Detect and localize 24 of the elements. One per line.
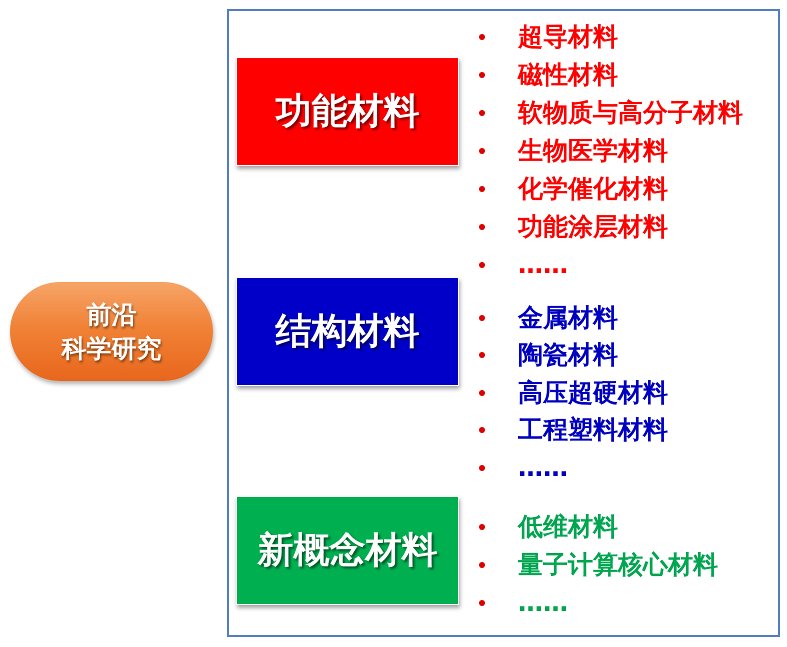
- category-title: 结构材料: [276, 310, 420, 354]
- list-item-text: 低维材料: [518, 512, 618, 542]
- list-item-text: 超导材料: [518, 22, 618, 52]
- list-item-text: 生物医学材料: [518, 136, 668, 166]
- list-item-text: ……: [518, 588, 568, 618]
- list-item-text: 工程塑料材料: [518, 415, 668, 446]
- category-title: 功能材料: [276, 90, 420, 134]
- group-frame: [227, 9, 780, 637]
- list-item-text: 软物质与高分子材料: [518, 98, 743, 128]
- list-item-text: 磁性材料: [518, 60, 618, 90]
- list-item-text: 化学催化材料: [518, 174, 668, 204]
- list-item-text: ……: [518, 250, 568, 280]
- topic-label: 前沿科学研究: [62, 298, 162, 364]
- list-item-text: ……: [518, 452, 568, 483]
- list-item-text: 功能涂层材料: [518, 212, 668, 242]
- topic-pill: [10, 282, 213, 381]
- category-box: [236, 496, 459, 605]
- category-title: 新概念材料: [258, 528, 438, 572]
- list-item-text: 陶瓷材料: [518, 340, 618, 370]
- category-box: [236, 57, 459, 166]
- list-item-text: 量子计算核心材料: [518, 550, 718, 580]
- category-box: [236, 277, 459, 386]
- list-item-text: 金属材料: [518, 302, 618, 333]
- list-item-text: 高压超硬材料: [518, 378, 668, 408]
